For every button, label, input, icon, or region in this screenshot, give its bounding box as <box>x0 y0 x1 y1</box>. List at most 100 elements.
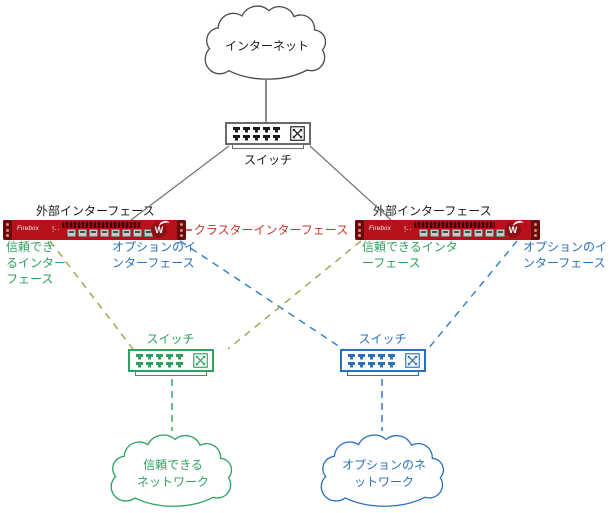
ethernet-port-icon <box>67 229 76 237</box>
ethernet-port-icon <box>474 229 483 237</box>
port-icon <box>273 134 280 141</box>
firebox-brand-label: Firebox <box>369 226 392 232</box>
cluster-interface-label: クラスターインターフェース <box>192 222 350 238</box>
crossover-icon <box>405 353 420 368</box>
ethernet-port-icon <box>78 229 87 237</box>
port-icon <box>273 126 280 133</box>
vent-grille-icon <box>62 222 141 228</box>
ethernet-port-icon <box>496 229 505 237</box>
rack-ear-icon <box>355 220 364 240</box>
switch-ports <box>348 353 395 368</box>
ethernet-port-icon <box>122 229 131 237</box>
trusted-link-left-line <box>49 240 134 350</box>
optional-network-label: オプションのネ ットワーク <box>341 458 426 489</box>
ethernet-port-icon <box>441 229 450 237</box>
port-icon <box>368 353 375 360</box>
port-icon <box>263 134 270 141</box>
crossover-icon <box>290 126 305 141</box>
top-switch <box>225 122 311 149</box>
optional-network-cloud: オプションのネ ットワーク <box>317 431 451 509</box>
firewall-right: Firebox !·· W <box>355 220 540 240</box>
firewall-body: Firebox !·· W <box>364 220 531 240</box>
optional-switch <box>340 349 426 376</box>
trusted-interface-label-left: 信頼でき るインター フェース <box>6 240 67 286</box>
ethernet-port-icon <box>100 229 109 237</box>
top-switch-label: スイッチ <box>243 153 292 167</box>
optional-interface-label-right: オプションのイ ンターフェース <box>523 240 608 270</box>
trusted-network-label: 信頼できる ネットワーク <box>136 458 209 489</box>
port-icon <box>233 134 240 141</box>
internet-cloud-label: インターネット <box>224 39 309 53</box>
port-icon <box>176 361 183 368</box>
port-icon <box>378 361 385 368</box>
port-icon <box>136 353 143 360</box>
port-icon <box>233 126 240 133</box>
port-icon <box>358 353 365 360</box>
port-icon <box>146 353 153 360</box>
cloud-icon <box>317 431 451 509</box>
switch-body <box>340 349 426 372</box>
internet-cloud: インターネット <box>201 2 333 82</box>
trusted-switch-label: スイッチ <box>146 332 195 346</box>
port-icon <box>348 361 355 368</box>
port-icon <box>243 134 250 141</box>
trusted-switch <box>128 349 214 376</box>
firewall-body: Firebox !·· W <box>12 220 177 240</box>
optional-interface-label-left: オプションのイ ンターフェース <box>112 240 197 270</box>
optional-switch-label: スイッチ <box>358 332 407 346</box>
switch-body <box>128 349 214 372</box>
rack-ear-icon <box>177 220 186 240</box>
optional-link-left-line <box>179 240 344 350</box>
firewall-ports <box>419 229 516 237</box>
switch-ports <box>136 353 183 368</box>
port-icon <box>358 361 365 368</box>
port-icon <box>136 361 143 368</box>
switch-base <box>135 372 207 376</box>
switch-base <box>347 372 419 376</box>
port-icon <box>253 126 260 133</box>
cloud-icon <box>107 431 239 509</box>
port-icon <box>156 361 163 368</box>
port-icon <box>243 126 250 133</box>
uplink-left-line <box>130 145 230 221</box>
ethernet-port-icon <box>133 229 142 237</box>
port-icon <box>166 353 173 360</box>
ethernet-port-icon <box>463 229 472 237</box>
optional-link-right-line <box>427 240 518 350</box>
watchguard-logo-icon: W <box>505 222 521 238</box>
trusted-link-right-line <box>227 240 362 350</box>
cloud-icon <box>201 2 333 82</box>
port-icon <box>263 126 270 133</box>
ethernet-port-icon <box>485 229 494 237</box>
firewall-left: Firebox !·· W <box>3 220 186 240</box>
port-icon <box>253 134 260 141</box>
trusted-network-cloud: 信頼できる ネットワーク <box>107 431 239 509</box>
port-icon <box>368 361 375 368</box>
ethernet-port-icon <box>419 229 428 237</box>
rack-ear-icon <box>3 220 12 240</box>
external-interface-label-right: 外部インターフェース <box>373 204 492 218</box>
led-mark: !·· <box>52 225 60 234</box>
led-mark: !·· <box>404 225 412 234</box>
port-icon <box>146 361 153 368</box>
switch-base <box>232 145 304 149</box>
port-icon <box>176 353 183 360</box>
ethernet-port-icon <box>452 229 461 237</box>
port-icon <box>378 353 385 360</box>
ethernet-port-icon <box>111 229 120 237</box>
crossover-icon <box>193 353 208 368</box>
firewall-ports <box>67 229 164 237</box>
ethernet-port-icon <box>89 229 98 237</box>
port-icon <box>388 353 395 360</box>
port-icon <box>348 353 355 360</box>
watchguard-logo-icon: W <box>151 222 167 238</box>
uplink-right-line <box>309 145 392 221</box>
switch-body <box>225 122 311 145</box>
firebox-brand-label: Firebox <box>17 226 40 232</box>
port-icon <box>166 361 173 368</box>
external-interface-label-left: 外部インターフェース <box>36 204 155 218</box>
switch-ports <box>233 126 280 141</box>
vent-grille-icon <box>414 222 495 228</box>
port-icon <box>156 353 163 360</box>
